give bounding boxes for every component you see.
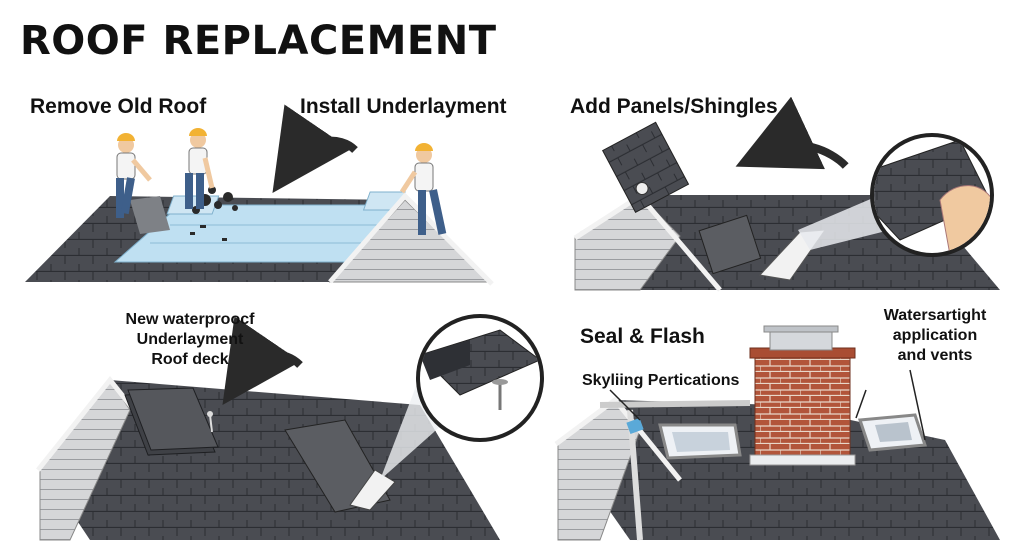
callout-line: and vents xyxy=(897,347,973,364)
old-shingle-strip xyxy=(130,196,170,234)
worker-icon xyxy=(399,143,447,235)
callout-line: Roof deck xyxy=(151,351,229,368)
callout-underlayment: New waterproocf Underlayment Roof deck xyxy=(100,310,280,370)
callout-line: application xyxy=(892,327,978,344)
step-label-remove: Remove Old Roof xyxy=(30,95,207,118)
nail-icon xyxy=(207,411,213,433)
shingle-bundle xyxy=(601,121,690,214)
step-label-underlayment: Install Underlayment xyxy=(300,95,507,118)
curved-arrow-icon xyxy=(735,96,849,170)
step-label-panels: Add Panels/Shingles xyxy=(570,95,778,118)
roof-vent xyxy=(857,413,928,452)
worker-icon xyxy=(116,133,152,218)
callout-line: New waterproocf xyxy=(125,311,255,328)
magnifier-circle-icon xyxy=(416,314,544,442)
callout-watertight: Watersartight application and vents xyxy=(860,306,1010,366)
shingle-stack xyxy=(698,214,762,275)
skylight xyxy=(658,423,742,460)
curved-arrow-icon xyxy=(222,316,303,406)
panel-add-shingles xyxy=(573,96,1000,292)
callout-line: Watersartight xyxy=(883,307,987,324)
callout-line: Underlayment xyxy=(136,331,244,348)
panel-seal-flash xyxy=(554,325,1000,541)
callout-skylight: Skyliing Pertications xyxy=(582,372,740,389)
panel-remove-underlayment xyxy=(25,104,494,286)
chimney xyxy=(749,325,856,466)
panel-roof-deck xyxy=(36,314,544,541)
curved-arrow-icon xyxy=(272,104,358,194)
worker-icon xyxy=(185,128,215,209)
page-title: ROOF REPLACEMENT xyxy=(20,18,497,64)
shingle-stack xyxy=(124,387,219,456)
step-label-seal: Seal & Flash xyxy=(580,325,705,348)
